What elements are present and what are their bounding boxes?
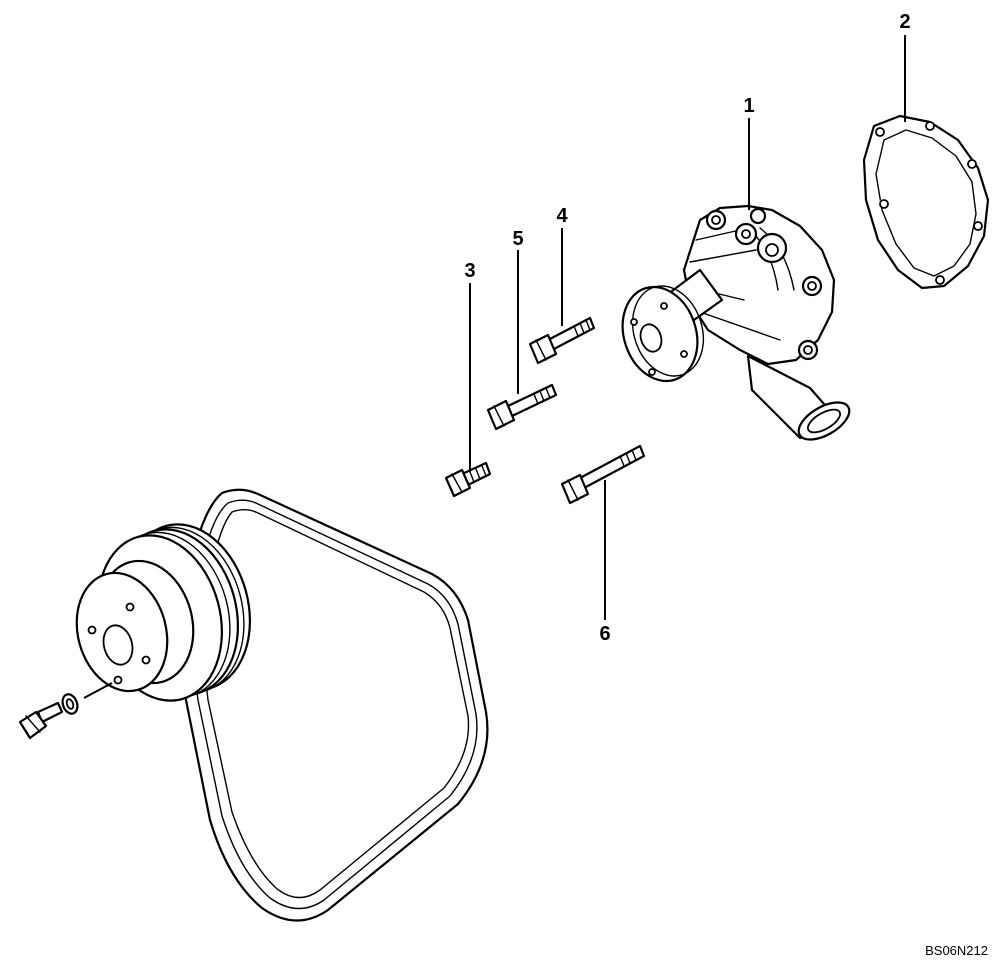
callout-1: 1 <box>743 95 754 117</box>
callout-5: 5 <box>512 228 523 250</box>
bolt-6 <box>560 444 646 505</box>
reference-code: BS06N212 <box>925 943 988 958</box>
callout-4: 4 <box>556 205 568 227</box>
bolt-3 <box>444 461 492 498</box>
pulley-bolt <box>18 701 64 740</box>
pulley-leader <box>83 682 113 699</box>
callout-3: 3 <box>464 260 475 282</box>
callout-6: 6 <box>599 623 610 645</box>
bolt-5 <box>486 383 558 431</box>
pulley <box>75 523 251 702</box>
water-pump <box>621 204 851 441</box>
gasket <box>862 114 990 290</box>
bolt-4 <box>528 316 596 365</box>
callout-2: 2 <box>899 11 910 33</box>
lock-washer <box>61 693 79 715</box>
